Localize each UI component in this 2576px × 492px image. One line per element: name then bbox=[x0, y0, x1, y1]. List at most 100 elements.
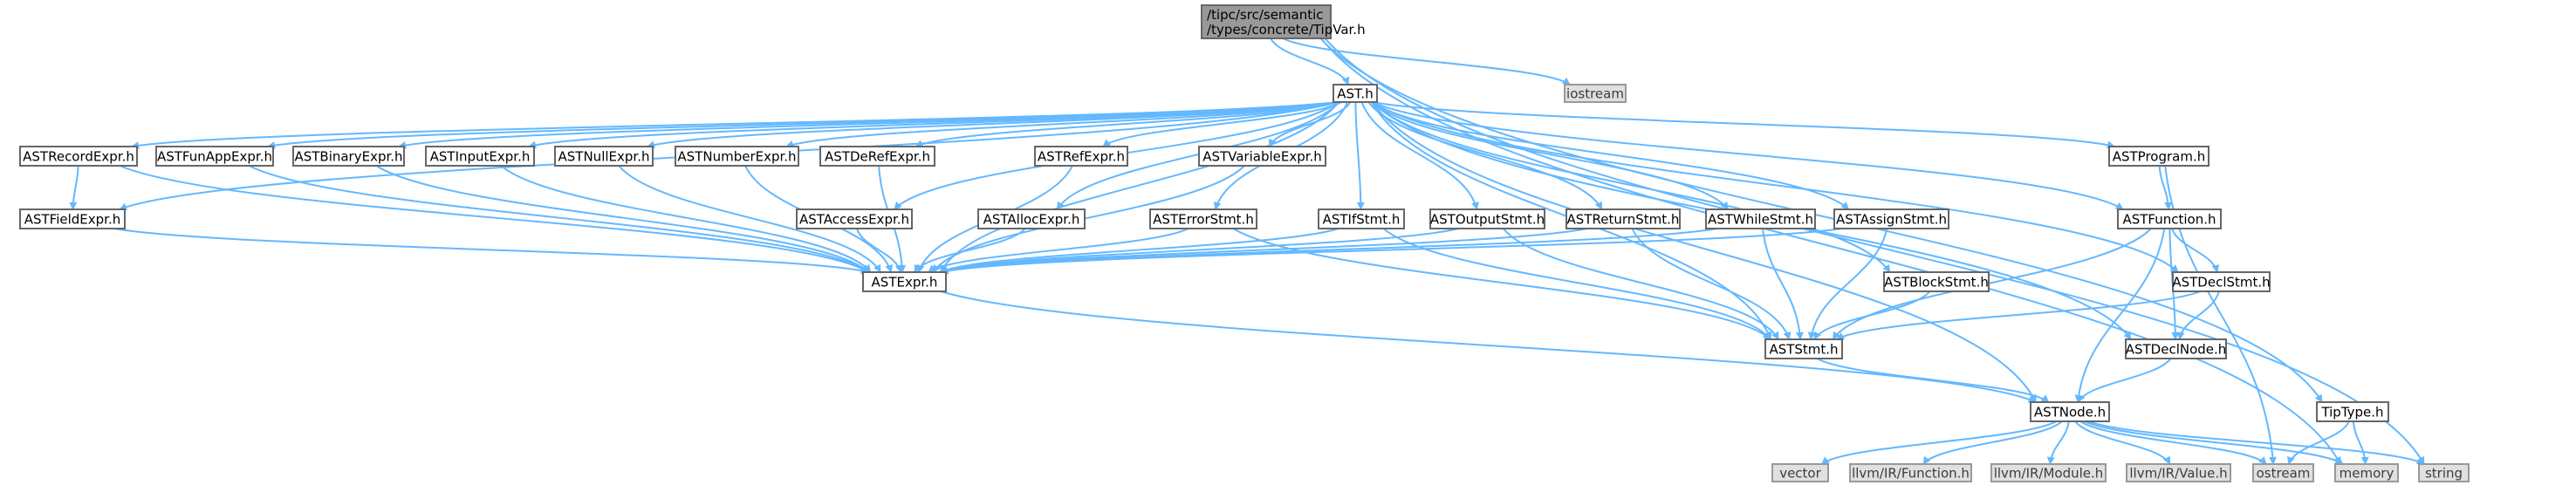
node-allocexpr-box bbox=[977, 208, 1086, 229]
node-returnstmt[interactable]: ASTReturnStmt.h bbox=[1565, 208, 1681, 229]
node-funappexpr-box bbox=[155, 146, 274, 167]
edge-fieldexpr-to-expr bbox=[113, 228, 869, 275]
edge-expr-to-astnode bbox=[940, 290, 2037, 403]
node-ostream-box bbox=[2252, 463, 2314, 482]
node-llvmvalue[interactable]: llvm/IR/Value.h bbox=[2126, 463, 2231, 482]
edge-assignstmt-to-stmt bbox=[1807, 228, 1888, 340]
edge-returnstmt-to-expr bbox=[940, 228, 1588, 274]
edge-whilestmt-to-stmt bbox=[1761, 228, 1804, 340]
node-derefexpr[interactable]: ASTDeRefExpr.h bbox=[819, 146, 935, 167]
node-binaryexpr[interactable]: ASTBinaryExpr.h bbox=[292, 146, 405, 167]
node-outputstmt[interactable]: ASTOutputStmt.h bbox=[1429, 208, 1545, 229]
edge-ast-to-declstmt bbox=[1371, 101, 2179, 273]
node-returnstmt-label: ASTReturnStmt.h bbox=[1567, 212, 1680, 228]
node-llvmmodule[interactable]: llvm/IR/Module.h bbox=[1990, 463, 2107, 482]
node-llvmfunction-label: llvm/IR/Function.h bbox=[1852, 466, 1970, 482]
node-iostream[interactable]: iostream bbox=[1564, 84, 1627, 103]
node-expr[interactable]: ASTExpr.h bbox=[862, 271, 947, 292]
node-recordexpr[interactable]: ASTRecordExpr.h bbox=[19, 146, 138, 167]
edge-ast-to-astnode bbox=[1371, 101, 2037, 403]
node-astnode[interactable]: ASTNode.h bbox=[2030, 401, 2110, 422]
node-variableexpr[interactable]: ASTVariableExpr.h bbox=[1198, 146, 1326, 167]
node-errorstmt[interactable]: ASTErrorStmt.h bbox=[1149, 208, 1257, 229]
node-inputexpr-label: ASTInputExpr.h bbox=[430, 149, 531, 165]
node-vector[interactable]: vector bbox=[1771, 463, 1829, 482]
edge-inputexpr-to-expr bbox=[500, 165, 872, 273]
node-llvmmodule-box bbox=[1990, 463, 2107, 482]
node-derefexpr-label: ASTDeRefExpr.h bbox=[825, 149, 930, 165]
edge-tipvar-to-iostream bbox=[1282, 38, 1571, 85]
node-nullexpr-label: ASTNullExpr.h bbox=[558, 149, 650, 165]
node-nullexpr[interactable]: ASTNullExpr.h bbox=[554, 146, 654, 167]
node-fieldexpr-label: ASTFieldExpr.h bbox=[24, 212, 121, 228]
node-memory[interactable]: memory bbox=[2334, 463, 2399, 482]
node-assignstmt-label: ASTAssignStmt.h bbox=[1836, 212, 1947, 228]
node-declstmt-box bbox=[2172, 271, 2271, 292]
node-string-box bbox=[2418, 463, 2470, 482]
edge-ast-to-numberexpr bbox=[785, 101, 1339, 148]
edge-assignstmt-to-expr bbox=[940, 228, 1843, 275]
node-expr-box bbox=[862, 271, 947, 292]
node-accessexpr[interactable]: ASTAccessExpr.h bbox=[796, 208, 913, 229]
node-stmt[interactable]: ASTStmt.h bbox=[1764, 338, 1843, 359]
node-variableexpr-box bbox=[1198, 146, 1326, 167]
node-tipvar[interactable]: /tipc/src/semantic/types/concrete/TipVar… bbox=[1201, 4, 1366, 39]
node-fieldexpr-box bbox=[19, 208, 126, 229]
edge-astnode-to-memory bbox=[2084, 420, 2344, 465]
node-declstmt[interactable]: ASTDeclStmt.h bbox=[2172, 271, 2271, 292]
node-whilestmt[interactable]: ASTWhileStmt.h bbox=[1705, 208, 1816, 229]
edge-nullexpr-to-expr bbox=[618, 165, 881, 273]
edge-outputstmt-to-expr bbox=[940, 228, 1459, 274]
node-numberexpr[interactable]: ASTNumberExpr.h bbox=[675, 146, 799, 167]
node-function-label: ASTFunction.h bbox=[2122, 212, 2216, 228]
node-tiptype-label: TipType.h bbox=[2320, 405, 2383, 420]
edge-program-to-function bbox=[2158, 165, 2173, 210]
node-function[interactable]: ASTFunction.h bbox=[2117, 208, 2222, 229]
node-llvmfunction[interactable]: llvm/IR/Function.h bbox=[1849, 463, 1972, 482]
node-binaryexpr-box bbox=[292, 146, 405, 167]
edge-declstmt-to-declnode bbox=[2176, 290, 2220, 340]
node-derefexpr-box bbox=[819, 146, 935, 167]
node-declnode[interactable]: ASTDeclNode.h bbox=[2125, 338, 2227, 359]
node-blockstmt[interactable]: ASTBlockStmt.h bbox=[1883, 271, 1990, 292]
node-stmt-box bbox=[1764, 338, 1843, 359]
edge-outputstmt-to-stmt bbox=[1502, 228, 1779, 340]
edge-recordexpr-to-expr bbox=[119, 165, 869, 273]
node-ifstmt[interactable]: ASTIfStmt.h bbox=[1318, 208, 1405, 229]
node-string-label: string bbox=[2425, 466, 2463, 482]
edge-errorstmt-to-expr bbox=[928, 228, 1189, 273]
node-refexpr-box bbox=[1034, 146, 1128, 167]
node-ast-box bbox=[1333, 84, 1378, 103]
edge-recordexpr-to-fieldexpr bbox=[69, 165, 79, 210]
node-program[interactable]: ASTProgram.h bbox=[2108, 146, 2209, 167]
node-refexpr[interactable]: ASTRefExpr.h bbox=[1034, 146, 1128, 167]
node-inputexpr-box bbox=[425, 146, 535, 167]
node-declstmt-label: ASTDeclStmt.h bbox=[2172, 275, 2270, 290]
node-program-box bbox=[2108, 146, 2209, 167]
node-expr-label: ASTExpr.h bbox=[872, 275, 938, 290]
node-allocexpr[interactable]: ASTAllocExpr.h bbox=[977, 208, 1086, 229]
node-fieldexpr[interactable]: ASTFieldExpr.h bbox=[19, 208, 126, 229]
node-declnode-label: ASTDeclNode.h bbox=[2126, 342, 2227, 358]
node-tiptype[interactable]: TipType.h bbox=[2316, 401, 2389, 422]
node-iostream-label: iostream bbox=[1566, 86, 1624, 102]
node-stmt-label: ASTStmt.h bbox=[1769, 342, 1838, 358]
edge-astnode-to-llvmfunction bbox=[1922, 420, 2063, 465]
edge-funappexpr-to-expr bbox=[249, 165, 869, 273]
node-ast[interactable]: AST.h bbox=[1333, 84, 1378, 103]
node-inputexpr[interactable]: ASTInputExpr.h bbox=[425, 146, 535, 167]
node-returnstmt-box bbox=[1565, 208, 1681, 229]
node-variableexpr-label: ASTVariableExpr.h bbox=[1202, 149, 1322, 165]
edge-returnstmt-to-stmt bbox=[1631, 228, 1792, 340]
node-astnode-box bbox=[2030, 401, 2110, 422]
node-ifstmt-label: ASTIfStmt.h bbox=[1323, 212, 1401, 228]
edge-ast-to-returnstmt bbox=[1367, 101, 1603, 210]
node-assignstmt[interactable]: ASTAssignStmt.h bbox=[1833, 208, 1949, 229]
edge-ast-to-program bbox=[1371, 101, 2115, 149]
edge-ast-to-allocexpr bbox=[1056, 101, 1340, 210]
node-string[interactable]: string bbox=[2418, 463, 2470, 482]
edge-errorstmt-to-stmt bbox=[1232, 228, 1771, 340]
node-funappexpr[interactable]: ASTFunAppExpr.h bbox=[155, 146, 274, 167]
node-ostream[interactable]: ostream bbox=[2252, 463, 2314, 482]
node-outputstmt-label: ASTOutputStmt.h bbox=[1430, 212, 1545, 228]
